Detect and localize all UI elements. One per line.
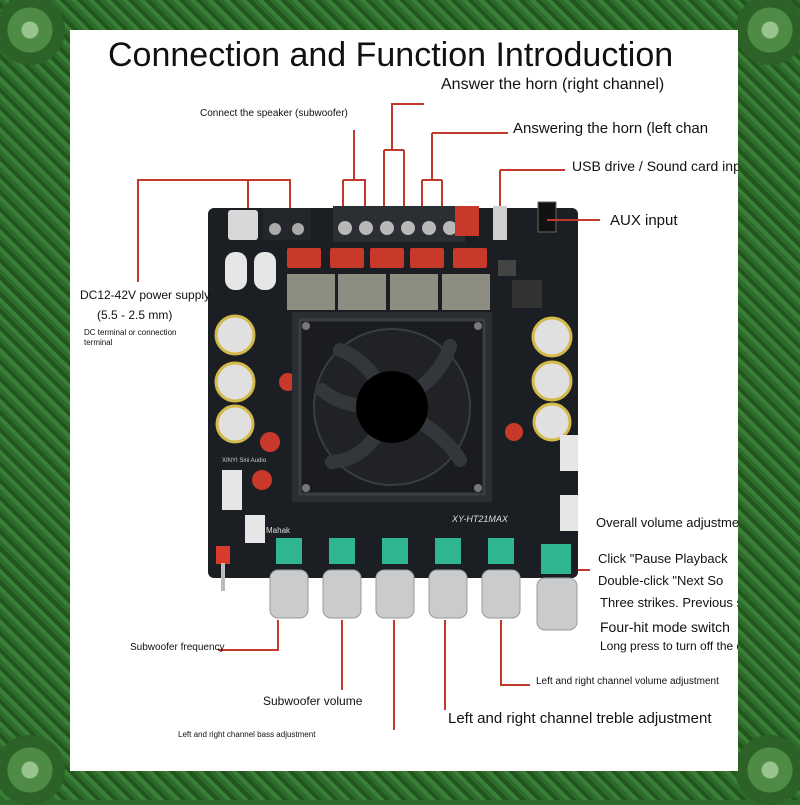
screw-terminal-speakers (333, 206, 465, 242)
label-three-strikes: Three strikes. Previous song. (600, 595, 738, 610)
knob-lr-volume[interactable] (481, 569, 521, 619)
label-overall-volume: Overall volume adjustment (596, 515, 738, 530)
label-lr-volume: Left and right channel volume adjustment (536, 676, 719, 687)
red-switch (216, 546, 230, 564)
label-terminal: terminal (84, 338, 113, 347)
label-answer-horn-left: Answering the horn (left chan (513, 120, 709, 137)
label-long-press: Long press to turn off the device (600, 639, 738, 653)
flower-decoration-icon (735, 0, 800, 65)
label-connect-speaker: Connect the speaker (subwoofer) (200, 108, 348, 119)
flower-decoration-icon (0, 0, 65, 65)
label-click-pause: Click "Pause Playback (598, 551, 728, 566)
label-subwoofer-volume: Subwoofer volume (263, 694, 363, 708)
knob-subwoofer-volume[interactable] (322, 569, 362, 619)
aux-jack (537, 201, 557, 233)
dc-jack (228, 210, 258, 240)
board-model: XY-HT21MAX (451, 514, 509, 524)
label-aux-input: AUX input (610, 212, 678, 229)
page-title: Connection and Function Introduction (108, 36, 674, 74)
flower-decoration-icon (735, 735, 800, 805)
label-dc-terminal: DC terminal or connection (84, 328, 177, 337)
label-answer-horn-right: Answer the horn (right channel) (441, 76, 665, 93)
board-brand: Mahak (266, 526, 291, 535)
label-subwoofer-frequency: Subwoofer frequency (130, 642, 225, 653)
knob-overall-volume[interactable] (536, 577, 578, 631)
amplifier-board-diagram: Mahak XY-HT21MAX XINYI Sini Audio (137, 103, 600, 730)
label-lr-treble: Left and right channel treble adjustment (448, 710, 712, 727)
label-dc-power: DC12-42V power supply (80, 288, 211, 302)
knob-treble[interactable] (428, 569, 468, 619)
label-usb-drive: USB drive / Sound card input (572, 158, 738, 174)
label-lr-bass: Left and right channel bass adjustment (178, 730, 316, 739)
pointer-lines (137, 103, 600, 730)
label-dc-size: (5.5 - 2.5 mm) (97, 308, 173, 322)
usb-port (493, 206, 507, 240)
board-maker: XINYI Sini Audio (222, 458, 267, 464)
knob-bass[interactable] (375, 569, 415, 619)
flower-decoration-icon (0, 735, 65, 805)
label-double-click: Double-click "Next So (598, 573, 724, 588)
white-panel: Connection and Function Introduction (70, 30, 738, 771)
label-four-hit: Four-hit mode switch (600, 619, 730, 635)
knob-subwoofer-frequency[interactable] (269, 569, 309, 619)
screw-terminal-power (263, 208, 311, 240)
